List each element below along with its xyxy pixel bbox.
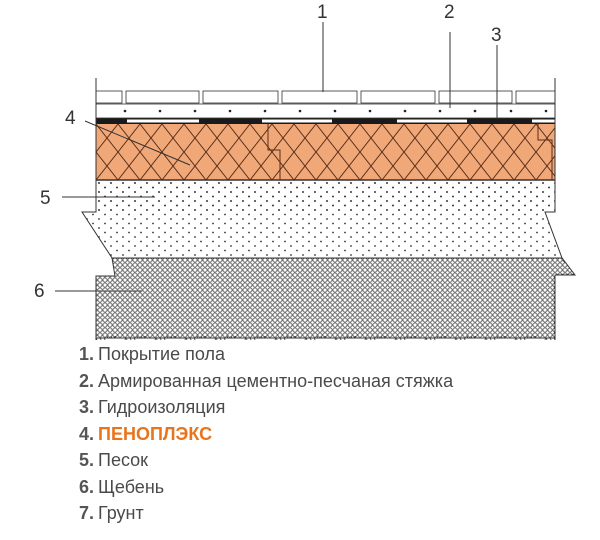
waterproofing-layer (96, 118, 555, 124)
callout-4: 4 (65, 108, 76, 129)
legend-item: 3.Гидроизоляция (79, 397, 226, 417)
screed-layer (95, 103, 556, 119)
legend-item: 5.Песок (79, 450, 149, 470)
callout-1: 1 (317, 2, 328, 23)
sand-layer (81, 179, 563, 259)
callout-5: 5 (40, 188, 51, 209)
floor-section-diagram: 1 2 3 4 5 6 7 (34, 2, 577, 340)
callout-2: 2 (444, 2, 455, 23)
floor-covering-layer (95, 90, 556, 104)
legend-item: 2.Армированная цементно-песчаная стяжка (79, 370, 454, 391)
insulation-layer (96, 124, 555, 181)
callout-6: 6 (34, 281, 45, 302)
gravel-layer (95, 257, 577, 339)
legend-item: 7.Грунт (79, 503, 144, 523)
legend-item: 1.Покрытие пола (79, 344, 225, 364)
legend-item-highlighted: 4.ПЕНОПЛЭКС (79, 423, 213, 444)
callout-3: 3 (491, 25, 502, 46)
legend-item: 6.Щебень (79, 476, 165, 497)
legend: 1.Покрытие пола 2.Армированная цементно-… (79, 341, 453, 527)
